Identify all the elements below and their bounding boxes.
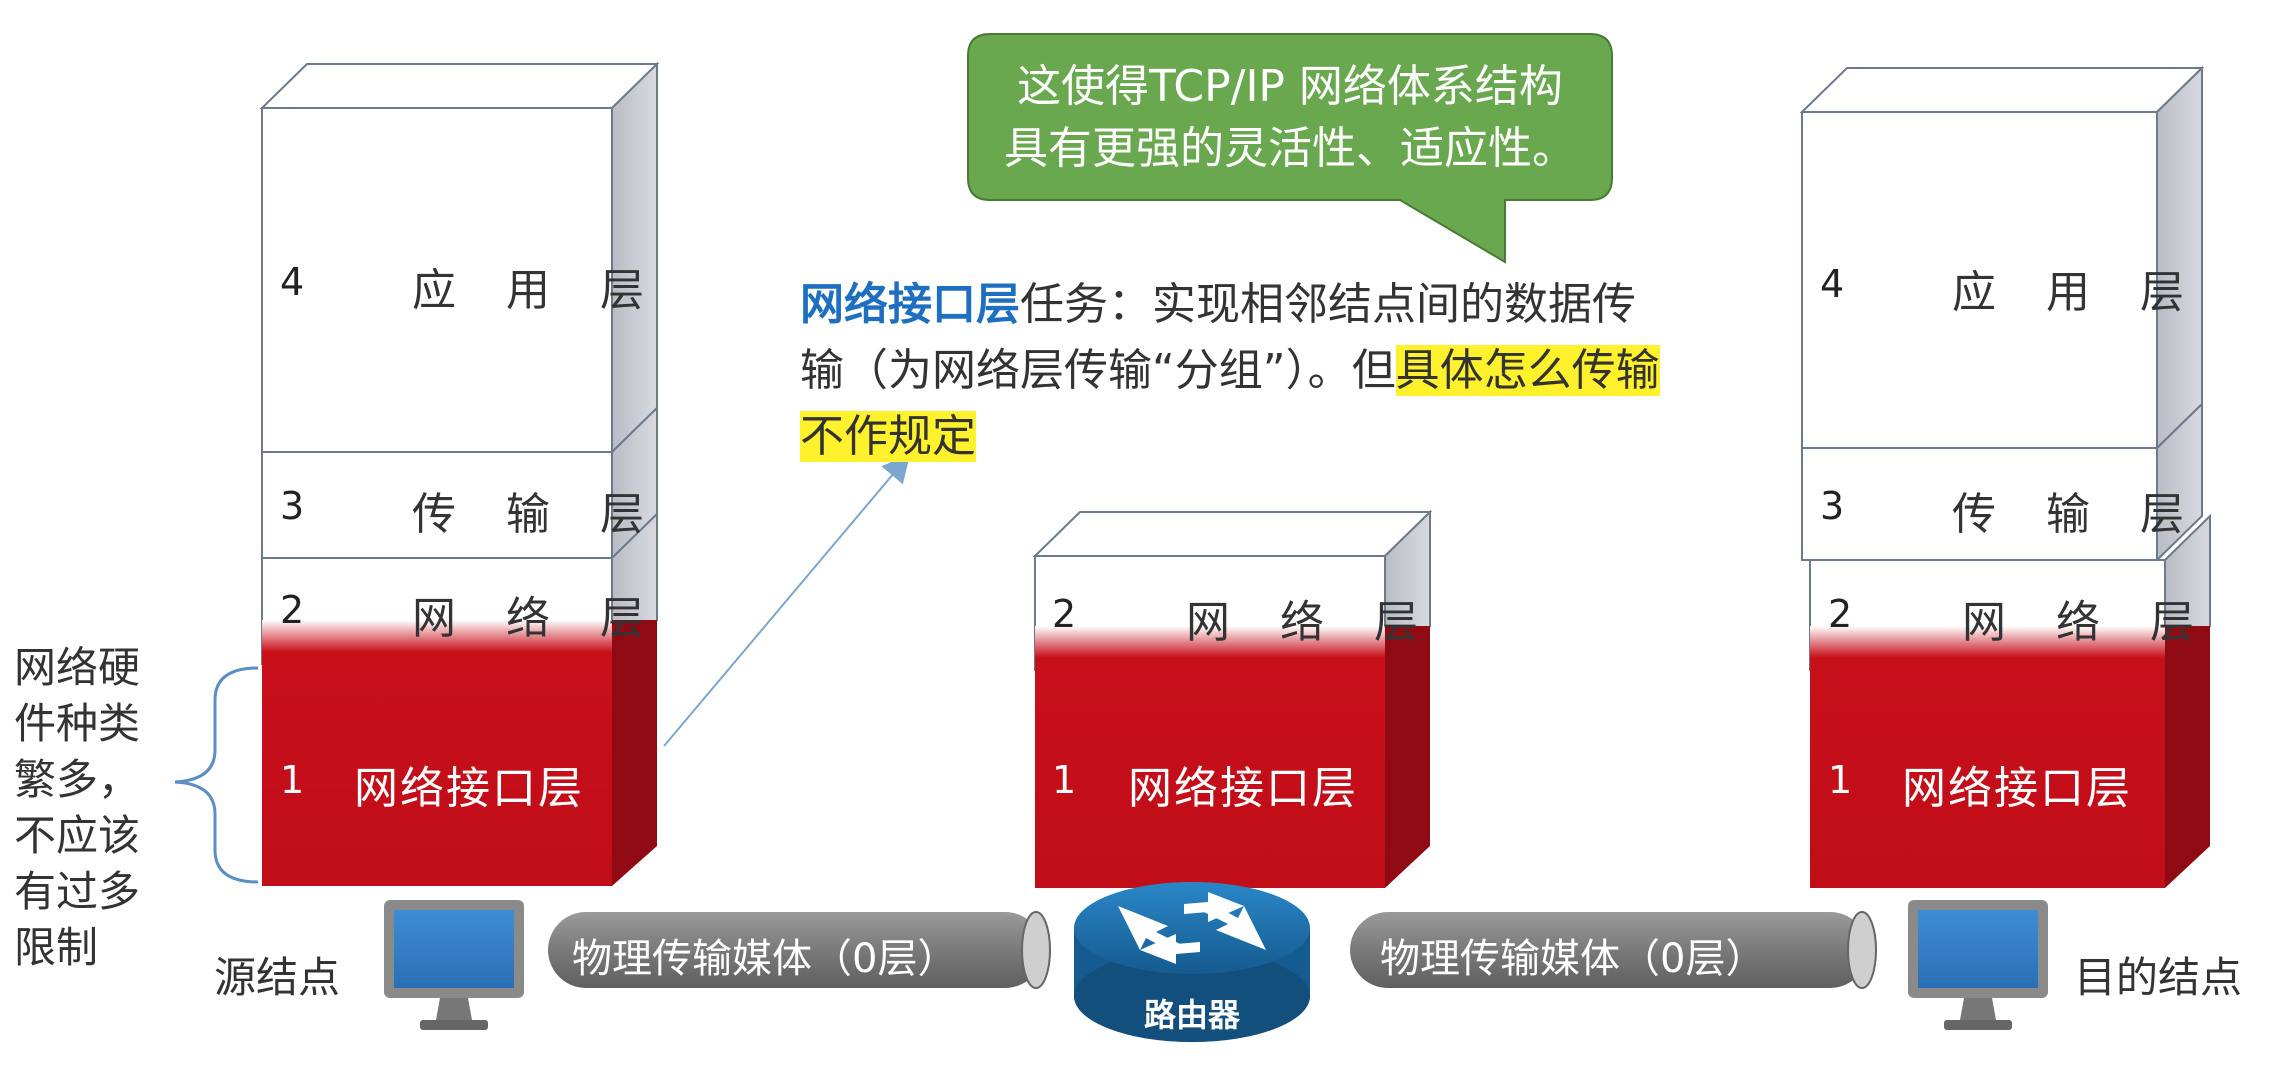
callout-bubble [967, 33, 1613, 264]
side-note-line: 繁多， [14, 755, 141, 804]
side-note-line: 有过多 [14, 867, 141, 916]
source-stack [259, 61, 660, 886]
router-layer1-num: 1 [1052, 758, 1077, 802]
side-note-line: 件种类 [14, 699, 141, 748]
source-node-label: 源结点 [214, 953, 341, 1002]
router-label: 路由器 [1144, 996, 1241, 1034]
source-layer1-num: 1 [280, 758, 305, 802]
dest-layer4-name: 应 用 层 [1952, 267, 2202, 318]
dest-layer3-name: 传 输 层 [1952, 489, 2202, 540]
dest-layer2-num: 2 [1828, 592, 1853, 636]
dest-node-label: 目的结点 [2074, 953, 2243, 1002]
dest-layer4-num: 4 [1820, 262, 1845, 306]
side-brace [174, 666, 259, 884]
router-layer1-name: 网络接口层 [1128, 763, 1358, 814]
router-icon [1074, 882, 1310, 1042]
right-media-label: 物理传输媒体（0层） [1380, 936, 1766, 982]
router-layer2-num: 2 [1052, 592, 1077, 636]
description-keyword: 网络接口层 [800, 279, 1020, 330]
source-computer-icon [384, 900, 524, 1030]
callout-line1: 这使得TCP/IP 网络体系结构 [1017, 61, 1563, 112]
source-layer3-name: 传 输 层 [412, 489, 662, 540]
side-note-line: 网络硬 [14, 643, 141, 692]
source-layer2-name: 网 络 层 [412, 593, 662, 644]
side-note-line: 不应该 [14, 811, 141, 860]
source-layer4-num: 4 [280, 260, 305, 304]
side-note-line: 限制 [14, 923, 99, 972]
right-media-pipe [1350, 911, 1877, 989]
callout-line2: 具有更强的灵活性、适应性。 [1004, 123, 1576, 174]
source-layer1-name: 网络接口层 [354, 763, 584, 814]
side-note: 网络硬 件种类 繁多， 不应该 有过多 限制 [14, 640, 164, 976]
dest-stack [1799, 65, 2211, 888]
router-stack [1032, 509, 1433, 888]
pointer-arrow [663, 453, 911, 747]
interface-layer-description: 网络接口层任务：实现相邻结点间的数据传输（为网络层传输“分组”）。但具体怎么传输… [800, 272, 1660, 470]
router-layer2-name: 网 络 层 [1186, 597, 1436, 648]
dest-layer1-name: 网络接口层 [1902, 763, 2132, 814]
source-layer3-num: 3 [280, 484, 305, 528]
left-media-pipe [548, 911, 1051, 989]
callout-text: 这使得TCP/IP 网络体系结构 具有更强的灵活性、适应性。 [980, 56, 1600, 180]
dest-layer2-name: 网 络 层 [1962, 597, 2212, 648]
left-media-label: 物理传输媒体（0层） [572, 936, 958, 982]
source-layer2-num: 2 [280, 588, 305, 632]
description-body: 任务：实现相邻结点间的数据传输（为网络层传输“分组”）。但 [800, 279, 1636, 396]
source-layer4-name: 应 用 层 [412, 265, 662, 316]
dest-layer1-num: 1 [1828, 758, 1853, 802]
dest-computer-icon [1908, 900, 2048, 1030]
dest-layer3-num: 3 [1820, 484, 1845, 528]
